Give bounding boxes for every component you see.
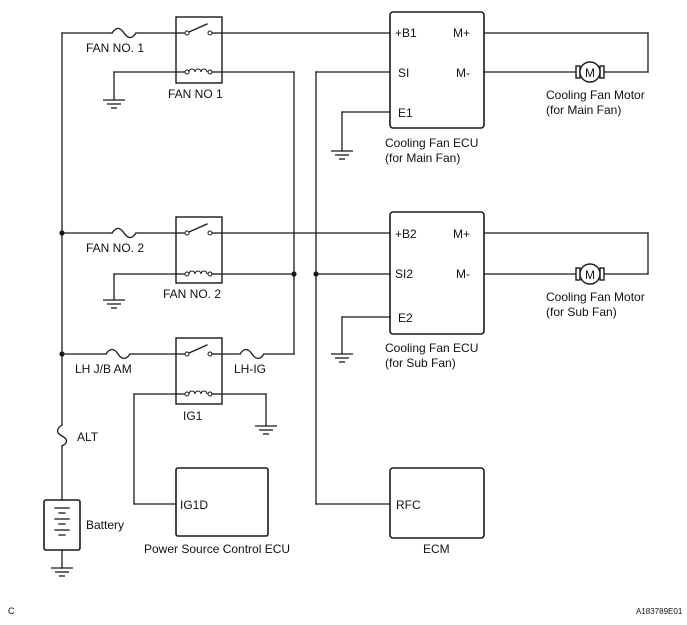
relay-coil-bus: [221, 71, 297, 355]
main-power-bus: [59, 32, 113, 501]
fuse-fan-no1-label: FAN NO. 1: [86, 41, 144, 55]
ecu-sub-ground: [331, 316, 391, 363]
fuse-alt: [56, 424, 68, 447]
motor-main-label-line1: Cooling Fan Motor: [546, 88, 645, 102]
fuse-fan-no2-label: FAN NO. 2: [86, 241, 144, 255]
relay-fan-no2-label: FAN NO. 2: [163, 287, 221, 301]
ecu-main-pin-e1: E1: [398, 106, 413, 120]
motor-sub-label-line2: (for Sub Fan): [546, 305, 617, 319]
motor-sub-symbol: [575, 263, 605, 285]
ecu-sub-pin-mplus: M+: [453, 227, 470, 241]
power-ecu-pin-ig1d: IG1D: [180, 498, 208, 512]
relay-fan-no1: [175, 16, 223, 84]
motor-main-label-line2: (for Main Fan): [546, 103, 621, 117]
relay-fan-no1-label: FAN NO 1: [168, 87, 223, 101]
ecm-box: [389, 467, 485, 539]
ecu-sub-name-line1: Cooling Fan ECU: [385, 341, 478, 355]
fuse-lh-jb-am-label: LH J/B AM: [75, 362, 132, 376]
relay-ig1: [175, 337, 223, 405]
ecm-name: ECM: [423, 542, 450, 556]
cooling-fan-ecu-main: [389, 11, 485, 129]
ecu-sub-pin-b2: +B2: [395, 227, 417, 241]
fuse-fan-no1: [111, 27, 177, 39]
motor-main-symbol: [575, 61, 605, 83]
corner-letter: C: [8, 606, 15, 616]
ecu-main-pin-mminus: M-: [456, 66, 470, 80]
ecu-main-name-line1: Cooling Fan ECU: [385, 136, 478, 150]
relay-fan-no2-ground: [103, 273, 177, 309]
relay-fan-no2: [175, 216, 223, 284]
ecu-main-pin-b1: +B1: [395, 26, 417, 40]
ecu-main-ground: [331, 111, 391, 160]
motor-main-m: M: [585, 66, 595, 80]
fuse-fan-no2: [111, 227, 177, 239]
rfc-signal-bus: [313, 71, 391, 505]
motor-sub-wiring: [483, 232, 649, 275]
battery-label: Battery: [86, 518, 124, 532]
power-source-control-ecu: [175, 467, 269, 537]
relay-ig1-label: IG1: [183, 409, 203, 423]
relay-ig1-ground: [221, 393, 277, 435]
ecu-sub-pin-si2: SI2: [395, 267, 413, 281]
motor-sub-label-line1: Cooling Fan Motor: [546, 290, 645, 304]
battery-symbol: [43, 499, 81, 577]
relay-fan-no1-ground: [103, 71, 177, 109]
ecu-main-pin-si: SI: [398, 66, 409, 80]
fuse-lh-ig: [221, 348, 295, 360]
cooling-fan-ecu-sub: [389, 211, 485, 335]
ecm-pin-rfc: RFC: [396, 498, 421, 512]
motor-main-wiring: [483, 32, 649, 73]
ecu-sub-pin-mminus: M-: [456, 267, 470, 281]
fuse-lh-ig-label: LH-IG: [234, 362, 266, 376]
power-ecu-name: Power Source Control ECU: [144, 542, 290, 556]
motor-sub-m: M: [585, 268, 595, 282]
fuse-alt-label: ALT: [77, 430, 99, 444]
fuse-lh-jb-am: [105, 348, 177, 360]
ecu-sub-name-line2: (for Sub Fan): [385, 356, 456, 370]
ig1d-wire: [133, 393, 177, 505]
ecu-main-pin-mplus: M+: [453, 26, 470, 40]
ecu-sub-pin-e2: E2: [398, 311, 413, 325]
ecu-main-name-line2: (for Main Fan): [385, 151, 460, 165]
figure-id: A183789E01: [636, 607, 683, 616]
